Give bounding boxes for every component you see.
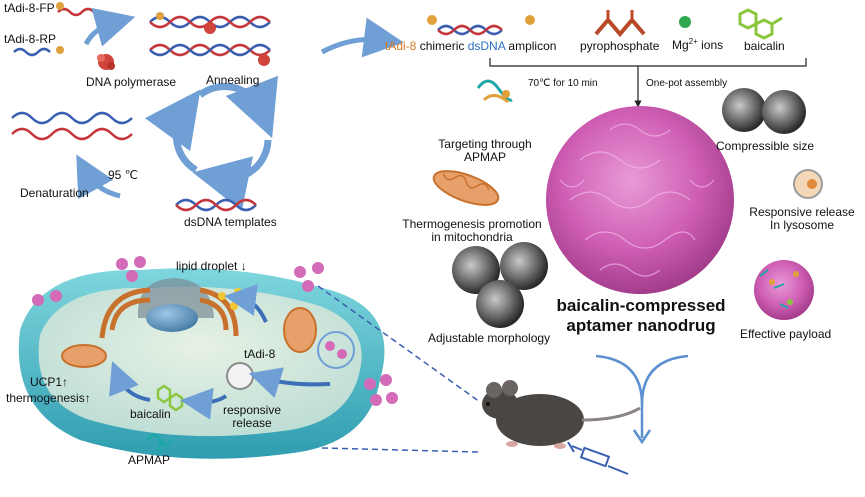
thermogenesis-line1: Thermogenesis promotion bbox=[402, 217, 542, 231]
mg-charge: 2+ bbox=[688, 37, 698, 46]
arrow-to-annealing bbox=[83, 7, 136, 47]
primer-fp-label: tAdi-8-FP bbox=[4, 1, 55, 15]
amplicon-helix-icon bbox=[427, 15, 535, 36]
mg-suffix: ions bbox=[701, 38, 724, 52]
cycle-arrows bbox=[144, 75, 278, 212]
cell-lysosome bbox=[226, 362, 254, 390]
cell-responsive-line1: responsive bbox=[222, 403, 282, 417]
responsive-line1: Responsive release bbox=[749, 205, 855, 219]
cell-mitochondria bbox=[61, 307, 317, 368]
denaturation-label: Denaturation bbox=[20, 186, 89, 200]
targeting-line1: Targeting through bbox=[438, 137, 532, 151]
ucp1-label: UCP1↑ bbox=[30, 375, 69, 389]
zoom-line-bottom bbox=[321, 447, 479, 453]
zoom-line-top bbox=[317, 285, 481, 403]
thermogenesis-cell-label: thermogenesis↑ bbox=[6, 391, 91, 405]
targeting-aptamer-icon bbox=[476, 79, 513, 104]
cell-baicalin-label: baicalin bbox=[130, 407, 171, 421]
pyrophosphate-label: pyrophosphate bbox=[580, 39, 660, 53]
cell-pathway-arrows bbox=[109, 284, 331, 420]
amplicon-prefix: tAdi-8 bbox=[385, 39, 417, 53]
components-row bbox=[427, 8, 807, 108]
adipocyte-cell bbox=[18, 268, 385, 459]
amplicon-label: tAdi-8 chimeric dsDNA amplicon bbox=[385, 39, 557, 53]
amplicon-word: chimeric bbox=[419, 39, 465, 53]
sem-compressible-images bbox=[722, 88, 806, 134]
nanodrug-sphere bbox=[546, 106, 734, 294]
mg-ion-icon bbox=[679, 16, 691, 28]
sem-morphology-images bbox=[452, 242, 548, 328]
morphology-label: Adjustable morphology bbox=[428, 331, 551, 345]
baicalin-molecule-icon bbox=[738, 8, 783, 40]
lipid-droplet-label: lipid droplet ↓ bbox=[176, 259, 247, 273]
payload-label: Effective payload bbox=[740, 327, 832, 341]
cell-tadi-label: tAdi-8 bbox=[244, 347, 276, 361]
cell-responsive-line2: release bbox=[232, 416, 272, 431]
primer-rp-strand bbox=[13, 46, 64, 57]
denatured-strands bbox=[11, 111, 133, 141]
mg-base: Mg bbox=[672, 38, 689, 52]
responsive-line2: In lysosome bbox=[769, 218, 835, 233]
dna-polymerase-icon bbox=[97, 54, 115, 70]
assembly-method: One-pot assembly bbox=[646, 78, 728, 89]
mg-ions-label: Mg2+ ions bbox=[672, 37, 724, 52]
pcr-cycle bbox=[11, 2, 278, 212]
nanoparticles-outside-cell bbox=[32, 256, 398, 406]
arrow-to-components bbox=[320, 17, 404, 58]
templates-label: dsDNA templates bbox=[184, 215, 277, 229]
components-bracket bbox=[489, 58, 807, 67]
targeting-line2: APMAP bbox=[463, 150, 506, 165]
lysosome-icon bbox=[793, 169, 823, 199]
apmap-label: APMAP bbox=[128, 453, 171, 467]
annealing-label: Annealing bbox=[206, 73, 260, 87]
mitochondria-icon bbox=[432, 170, 500, 206]
amplicon-suffix: amplicon bbox=[508, 39, 557, 53]
compressible-label: Compressible size bbox=[716, 139, 815, 153]
amplicon-dsdna: dsDNA bbox=[467, 39, 506, 53]
apmap-receptor-icon bbox=[146, 433, 174, 452]
primer-rp-label: tAdi-8-RP bbox=[4, 32, 57, 46]
injection-arrow bbox=[595, 354, 689, 445]
arrow-denaturation bbox=[76, 154, 121, 200]
thermogenesis-line2: in mitochondria bbox=[431, 230, 513, 245]
dsdna-template-helix bbox=[175, 198, 257, 212]
temperature-label: 95 ℃ bbox=[108, 168, 139, 182]
nucleus bbox=[146, 304, 198, 332]
annealing-dna-helix bbox=[149, 12, 271, 66]
primer-fp-strand bbox=[56, 2, 95, 17]
polymerase-label: DNA polymerase bbox=[86, 75, 177, 89]
mouse-illustration bbox=[482, 380, 641, 449]
pyrophosphate-icon bbox=[594, 10, 646, 38]
endosome-particles bbox=[317, 331, 355, 369]
assembly-condition: 70℃ for 10 min bbox=[528, 78, 598, 89]
nanodrug-line2: aptamer nanodrug bbox=[566, 315, 716, 335]
payload-sphere-icon bbox=[754, 260, 814, 320]
baicalin-label: baicalin bbox=[744, 39, 785, 53]
syringe-icon bbox=[567, 441, 629, 475]
nanodrug-line1: baicalin-compressed bbox=[556, 296, 726, 315]
